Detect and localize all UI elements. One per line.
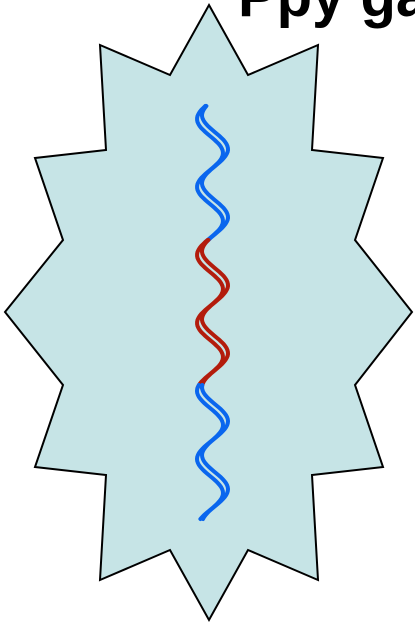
starburst-shape	[5, 5, 412, 620]
